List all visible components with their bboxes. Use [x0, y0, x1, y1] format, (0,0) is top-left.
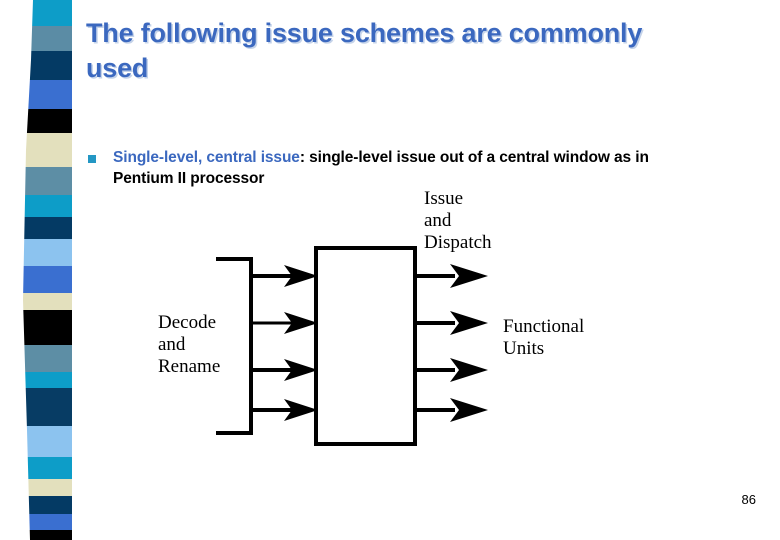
- outgoing-arrow-head-4: [450, 398, 488, 422]
- outgoing-arrow-head-1: [450, 264, 488, 288]
- incoming-arrow-head-4: [284, 399, 318, 421]
- stripe-bands: [23, 0, 72, 540]
- label-functional-units: Functional Units: [503, 316, 584, 360]
- decorative-side-stripe: [23, 0, 72, 540]
- label-line: Units: [503, 338, 545, 360]
- incoming-arrow-head-1: [284, 265, 318, 287]
- incoming-arrows: [251, 265, 318, 421]
- label-line: and: [424, 210, 452, 232]
- bullet-body-text: : single-level issue out of a central wi…: [113, 149, 649, 187]
- page-number: 86: [741, 492, 756, 507]
- bullet-highlight-text: Single-level, central issue: [113, 149, 300, 166]
- label-decode-and-rename: Decode and Rename: [158, 312, 220, 378]
- outgoing-arrow-head-2: [450, 311, 488, 335]
- bullet-item-text: Single-level, central issue: single-leve…: [113, 148, 708, 189]
- label-line: and: [158, 334, 186, 356]
- label-line: Issue: [424, 188, 464, 209]
- square-bullet-icon: [88, 155, 96, 163]
- label-line: Decode: [158, 312, 217, 333]
- incoming-arrow-head-2: [284, 312, 318, 334]
- label-line: Functional: [503, 316, 585, 337]
- decode-rename-bracket: [216, 257, 253, 435]
- label-line: Rename: [158, 356, 221, 378]
- page-title: The following issue schemes are commonly…: [86, 18, 643, 83]
- central-window-box: [314, 246, 417, 446]
- label-issue-and-dispatch: Issue and Dispatch: [424, 188, 492, 254]
- outgoing-arrow-head-3: [450, 358, 488, 382]
- bullet-item: Single-level, central issue: single-leve…: [88, 148, 708, 189]
- label-line: Dispatch: [424, 232, 492, 254]
- outgoing-arrows: [415, 264, 488, 422]
- incoming-arrow-head-3: [284, 359, 318, 381]
